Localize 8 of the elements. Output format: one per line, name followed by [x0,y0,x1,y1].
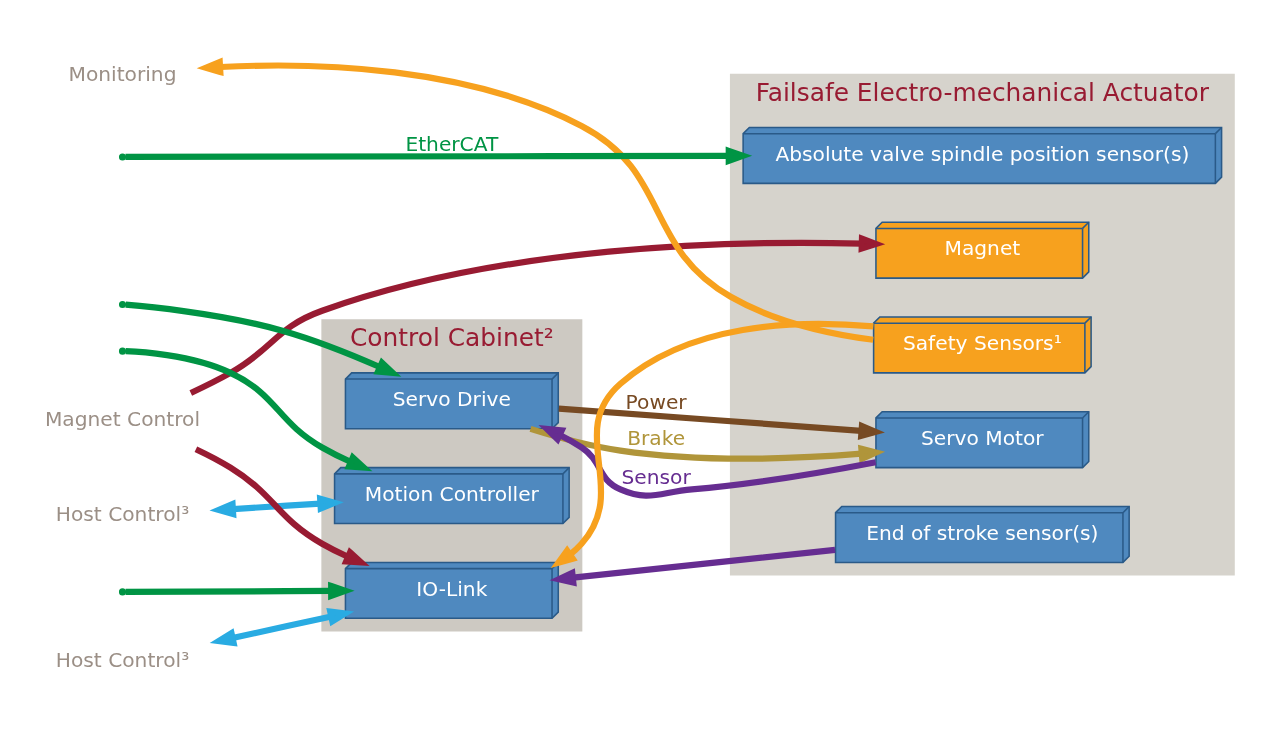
edge-label: Brake [627,425,686,450]
node-text: Magnet Control [44,407,201,432]
node-text: Host Control³ [55,502,190,527]
edge-label: EtherCAT [405,132,499,157]
edge-label: Sensor [621,464,691,489]
node-text: Host Control³ [55,648,190,673]
edge-label: Power [625,390,687,415]
node-text: Monitoring [68,62,177,87]
